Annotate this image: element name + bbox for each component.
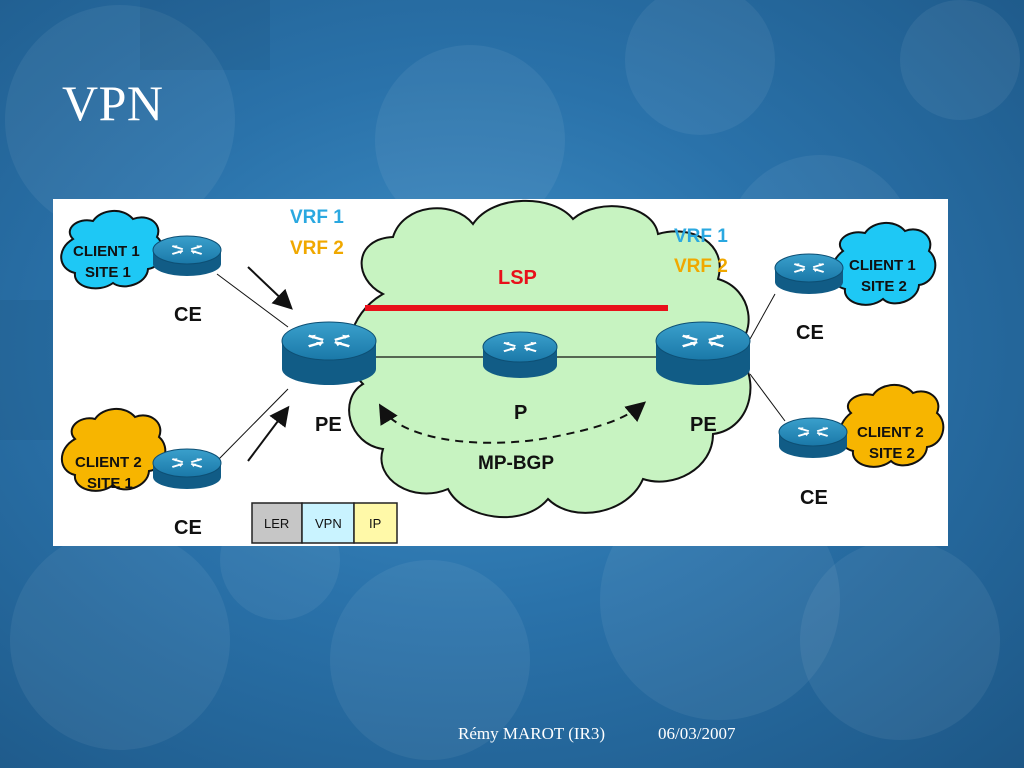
label-ce-top-right: CE bbox=[796, 322, 824, 344]
client-2-site-1: CLIENT 2 SITE 1 bbox=[60, 408, 167, 492]
client-2-site-2: CLIENT 2 SITE 2 bbox=[838, 384, 945, 468]
mpbgp-arrow bbox=[378, 401, 647, 444]
router-ce-bottom-right bbox=[778, 417, 848, 458]
router-ce-bottom-left bbox=[152, 448, 222, 489]
client-1-site-1: CLIENT 1 SITE 1 bbox=[60, 210, 164, 290]
label-p-core: P bbox=[514, 402, 527, 424]
legend-ler: LER bbox=[264, 516, 289, 531]
legend: LER VPN IP bbox=[251, 502, 398, 544]
link-ce-tl bbox=[216, 273, 289, 328]
vpn-diagram: LSP MP-BGP CLIENT 1 SITE 1 CLIENT 2 SITE… bbox=[53, 199, 948, 546]
client-1-site-2: CLIENT 1 SITE 2 bbox=[830, 222, 937, 306]
label-ce-bottom-left: CE bbox=[174, 517, 202, 539]
arrow-top-left bbox=[247, 266, 293, 310]
footer-date: 06/03/2007 bbox=[658, 724, 736, 743]
client-2-site-1-line2: SITE 1 bbox=[87, 475, 133, 492]
client-1-site-1-line2: SITE 1 bbox=[85, 264, 131, 281]
label-ce-bottom-right: CE bbox=[800, 487, 828, 509]
client-1-site-1-line1: CLIENT 1 bbox=[73, 243, 140, 260]
lsp-label: LSP bbox=[498, 267, 537, 289]
link-ce-bl bbox=[216, 388, 289, 462]
client-2-site-2-line1: CLIENT 2 bbox=[857, 424, 924, 441]
label-ce-top-left: CE bbox=[174, 304, 202, 326]
client-1-site-2-line1: CLIENT 1 bbox=[849, 257, 916, 274]
link-ce-br bbox=[749, 373, 786, 422]
client-2-site-1-line1: CLIENT 2 bbox=[75, 454, 142, 471]
left-vrf-1: VRF 1 bbox=[290, 207, 344, 228]
arrow-bottom-left bbox=[247, 405, 290, 462]
router-ce-top-left bbox=[152, 235, 222, 276]
link-ce-tr bbox=[749, 293, 776, 340]
right-vrf-1: VRF 1 bbox=[674, 226, 728, 247]
legend-ip: IP bbox=[369, 516, 381, 531]
client-1-site-2-line2: SITE 2 bbox=[861, 278, 907, 295]
legend-vpn: VPN bbox=[315, 516, 342, 531]
router-pe-left bbox=[281, 321, 377, 385]
mpbgp-label: MP-BGP bbox=[478, 453, 554, 474]
slide-title: VPN bbox=[62, 75, 164, 131]
left-vrf-2: VRF 2 bbox=[290, 238, 344, 259]
router-p-core bbox=[482, 331, 558, 378]
vpn-diagram-svg: LSP MP-BGP CLIENT 1 SITE 1 CLIENT 2 SITE… bbox=[60, 199, 945, 544]
router-pe-right bbox=[655, 321, 751, 385]
footer-author: Rémy MAROT (IR3) bbox=[458, 724, 606, 743]
label-pe-left: PE bbox=[315, 414, 342, 436]
router-ce-top-right bbox=[774, 253, 844, 294]
client-2-site-2-line2: SITE 2 bbox=[869, 445, 915, 462]
label-pe-right: PE bbox=[690, 414, 717, 436]
right-vrf-2: VRF 2 bbox=[674, 256, 728, 277]
